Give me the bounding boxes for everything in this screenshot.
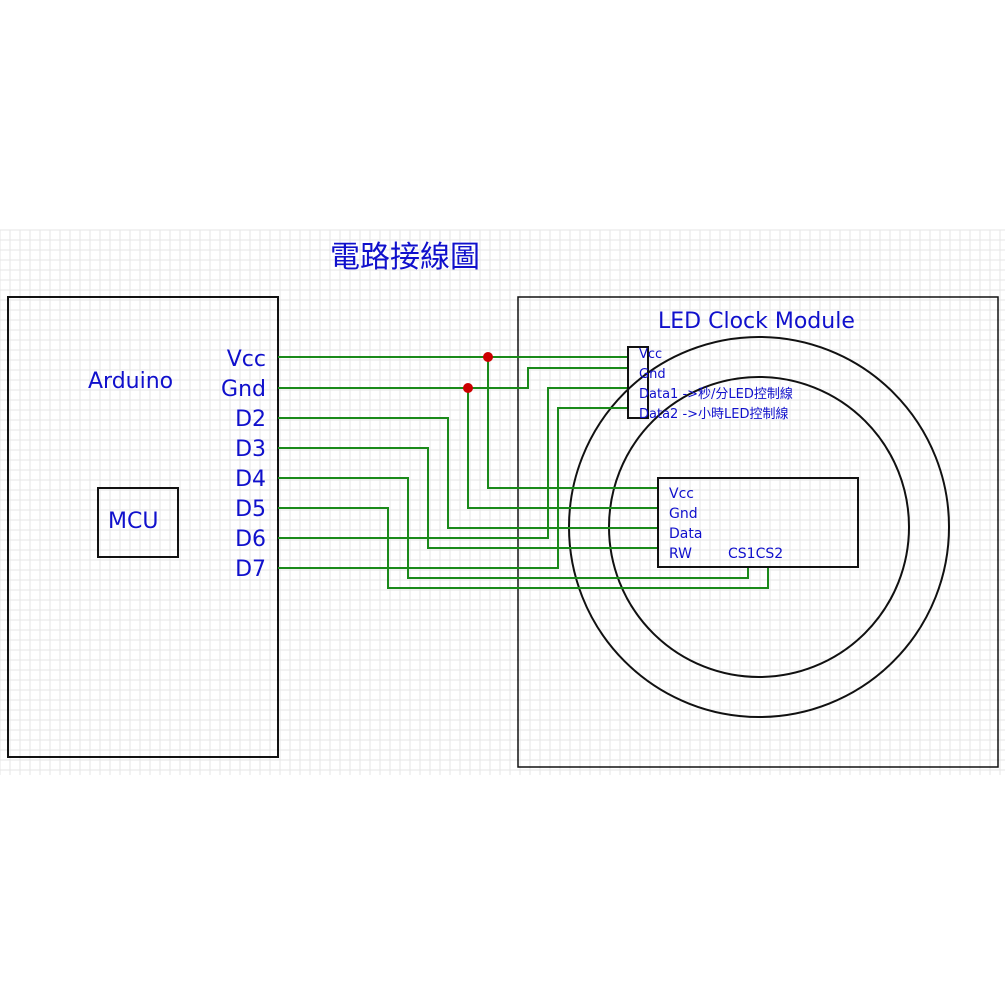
arduino-pin-label: D6 bbox=[235, 527, 266, 552]
driver-pin-label: Vcc bbox=[669, 486, 694, 502]
connector-pin-label: Data1 ->秒/分LED控制線 bbox=[639, 386, 793, 402]
background-grid bbox=[0, 229, 1005, 775]
connector-pin-label: Vcc bbox=[639, 347, 662, 362]
arduino-board bbox=[7, 296, 279, 758]
wire-vcc-driver bbox=[487, 357, 658, 489]
arduino-pin-label: Vcc bbox=[227, 347, 266, 372]
driver-pin-label: Gnd bbox=[669, 506, 698, 522]
wire-d4 bbox=[278, 477, 749, 579]
arduino-label: Arduino bbox=[88, 369, 173, 394]
connector-pin-label: Gnd bbox=[639, 367, 666, 382]
junction-dot-gnd bbox=[463, 383, 473, 393]
arduino-pin-label: Gnd bbox=[221, 377, 266, 402]
arduino-pin-label: D3 bbox=[235, 437, 266, 462]
diagram-title: 電路接線圖 bbox=[330, 240, 480, 275]
arduino-pin-label: D4 bbox=[235, 467, 266, 492]
wire-gnd bbox=[278, 367, 628, 389]
connector-pin-label: Data2 ->小時LED控制線 bbox=[639, 406, 789, 422]
led-clock-module bbox=[517, 296, 999, 768]
arduino-pin-label: D7 bbox=[235, 557, 266, 582]
wire-d5 bbox=[278, 507, 769, 589]
wire-d3 bbox=[278, 447, 658, 549]
wires bbox=[278, 352, 769, 589]
module-connector bbox=[627, 346, 649, 419]
wire-d2 bbox=[278, 417, 658, 529]
arduino-pin-label: D5 bbox=[235, 497, 266, 522]
module-label: LED Clock Module bbox=[658, 309, 855, 334]
mcu-chip bbox=[97, 487, 179, 558]
junction-dot-vcc bbox=[483, 352, 493, 362]
wire-gnd-driver bbox=[467, 388, 658, 509]
driver-cs-label: CS1CS2 bbox=[728, 546, 783, 562]
mcu-label: MCU bbox=[108, 509, 158, 534]
arduino-pin-label: D2 bbox=[235, 407, 266, 432]
wire-d7 bbox=[278, 407, 628, 569]
driver-chip bbox=[657, 477, 859, 568]
wire-d6 bbox=[278, 387, 628, 539]
driver-pin-label: Data bbox=[669, 526, 702, 542]
driver-pin-label: RW bbox=[669, 546, 692, 562]
